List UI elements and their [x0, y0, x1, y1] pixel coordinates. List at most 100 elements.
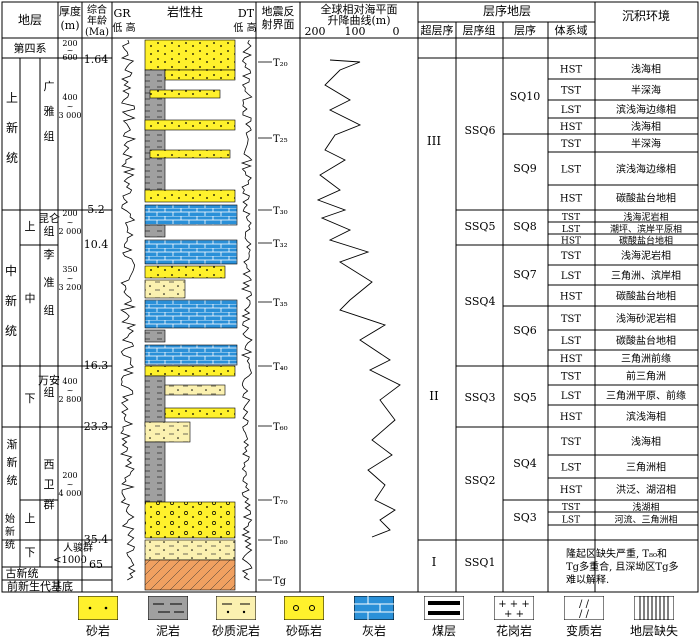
- legend-item-hiatus: 地层缺失: [622, 596, 686, 639]
- header-supersequence: 超层序: [421, 23, 454, 37]
- header-sealevel-tick: 200: [305, 25, 326, 38]
- system-miocene: 新: [5, 293, 17, 308]
- group-thickness: 200: [62, 209, 77, 218]
- environment-label: 三角洲相: [626, 461, 666, 474]
- group-thickness: 4 000: [59, 489, 82, 498]
- horizon-label: T₄₀: [273, 362, 288, 373]
- sandstone-swatch: [78, 596, 118, 620]
- header-seismic: 射界面: [262, 17, 295, 31]
- header-age: (Ma): [85, 27, 109, 38]
- horizon-label: T₃₅: [273, 298, 288, 309]
- systems-tract-label: HST: [560, 354, 583, 365]
- age-label: 1.64: [84, 53, 109, 66]
- sequence-label: SQ8: [513, 220, 537, 233]
- environment-label: 三角洲平原、前缘: [606, 389, 686, 402]
- environment-label: 浅海相: [631, 435, 661, 448]
- legend-item-limestone: 灰岩: [342, 596, 406, 639]
- group-thickness: 3 200: [59, 283, 82, 292]
- system-quaternary: 第四系: [14, 41, 47, 55]
- group-name: 李: [44, 247, 55, 261]
- sequence-label: SQ3: [513, 511, 537, 524]
- header-seismic: 地震反: [262, 5, 295, 18]
- legend-item-sandy-mudstone: 砂质泥岩: [204, 596, 268, 639]
- sequence-label: SQ6: [513, 324, 537, 337]
- systems-tract-label: TST: [561, 372, 582, 383]
- horizon-label: T₂₅: [273, 134, 288, 145]
- sequence-label: SQ10: [510, 90, 541, 103]
- systems-tract-label: LST: [562, 225, 580, 235]
- systems-tract-label: TST: [561, 86, 582, 97]
- environment-label: 半深海: [631, 137, 661, 150]
- group-thickness: 3 000: [59, 111, 82, 120]
- horizon-label: T₆₀: [273, 422, 288, 433]
- system-upper-neogene: 上: [6, 91, 18, 105]
- age-label: 23.3: [84, 420, 109, 433]
- group-thickness: ~: [67, 218, 74, 227]
- sequence-group-label: SSQ2: [465, 474, 496, 487]
- sequence-label: SQ5: [513, 391, 537, 404]
- group-name: 人骏群: [63, 541, 93, 554]
- environment-label: 前三角洲: [626, 370, 666, 383]
- environment-label: 滨浅海边缘相: [616, 103, 676, 116]
- legend-label: 煤层: [431, 624, 456, 638]
- sequence-label: SQ4: [513, 457, 537, 470]
- systems-tract-label: LST: [561, 336, 581, 347]
- group-name: 组: [44, 224, 55, 238]
- horizon-label: Tg: [273, 576, 287, 587]
- header-environment: 沉积环境: [622, 8, 670, 23]
- system-oligocene: 渐: [7, 437, 18, 451]
- group-thickness: 2 000: [59, 227, 82, 236]
- header-thickness: (m): [60, 19, 79, 32]
- environment-label: 河流、三角洲相: [614, 514, 677, 526]
- systems-tract-label: HST: [560, 65, 583, 76]
- environment-label: 浅海相: [631, 120, 661, 133]
- legend-label: 变质岩: [565, 624, 602, 638]
- dt-log-curve: [240, 39, 253, 581]
- group-name: <1000: [53, 555, 87, 566]
- header-sequence-group: 层序组: [463, 23, 496, 37]
- header-thickness: 厚度: [59, 4, 81, 18]
- header-sealevel: 全球相对海平面: [321, 2, 398, 16]
- systems-tract-label: LST: [561, 165, 581, 176]
- conglomerate-swatch: [284, 596, 324, 620]
- header-stratum: 地层: [18, 13, 42, 27]
- header-lithology: 岩性柱: [167, 4, 203, 19]
- header-dt: DT: [238, 7, 255, 20]
- systems-tract-label: HST: [560, 194, 583, 205]
- environment-label: 三角洲、滨岸相: [611, 269, 681, 282]
- header-systems-tract: 体系域: [555, 23, 588, 37]
- system-upper-neogene: 统: [6, 151, 18, 165]
- system-eocene: 新: [5, 525, 15, 538]
- environment-label: 半深海: [631, 84, 661, 97]
- group-name: 万安: [38, 373, 60, 387]
- lithology-column: [144, 39, 238, 591]
- system-upper-neogene: 新: [6, 120, 18, 135]
- age-label: 5.2: [87, 203, 105, 216]
- mudstone-swatch: [148, 596, 188, 620]
- group-name: 组: [44, 385, 55, 399]
- group-thickness: 200: [62, 471, 77, 480]
- thickness-quaternary: ~: [67, 46, 74, 55]
- system-oligocene: 新: [7, 455, 18, 469]
- group-name: 准: [44, 276, 55, 289]
- header-sequence: 层序: [514, 23, 536, 37]
- supersequence-II: II: [429, 389, 439, 403]
- systems-tract-label: TST: [561, 139, 582, 150]
- header-gr-scale: 低 高: [112, 21, 135, 34]
- svg-text:+ + +: + + +: [498, 599, 530, 610]
- environment-label: 浅海砂泥岩相: [616, 312, 676, 325]
- environment-label: 滨浅海相: [626, 410, 666, 423]
- subseries-lower-eocene: 下: [25, 546, 36, 559]
- lithology-legend: 砂岩泥岩砂质泥岩砂砾岩灰岩煤层+ + ++ +花岗岩/ // /变质岩地层缺失: [66, 596, 686, 640]
- subseries-middle: 中: [25, 292, 36, 305]
- sequence-label: SQ9: [513, 162, 537, 175]
- age-label: 16.3: [84, 359, 109, 372]
- header-dt-scale: 低 高: [233, 21, 256, 34]
- granite-swatch: + + ++ +: [494, 596, 534, 620]
- hiatus-swatch: [634, 596, 674, 620]
- header-gr: GR: [113, 7, 131, 20]
- sequence-label: SQ7: [513, 268, 537, 281]
- coal-swatch: [424, 596, 464, 620]
